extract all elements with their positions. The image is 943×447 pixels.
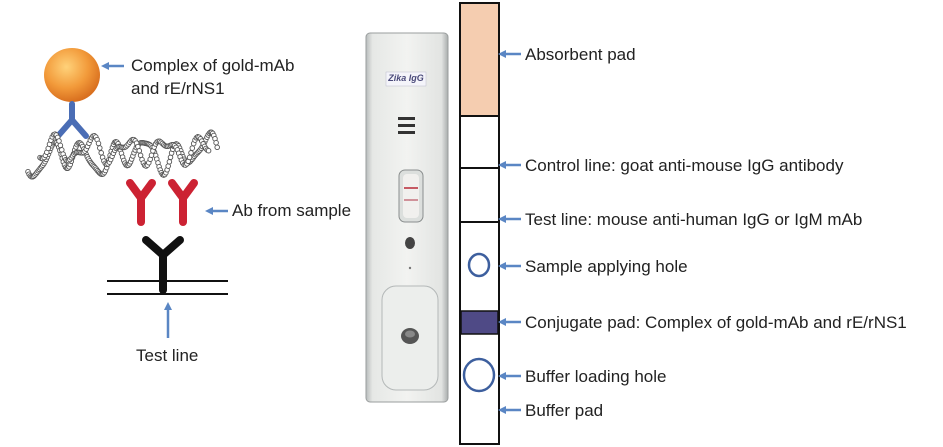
strip-schematic	[459, 2, 500, 445]
cassette-slot	[398, 124, 415, 127]
label-control-line: Control line: goat anti-mouse IgG antibo…	[525, 156, 844, 175]
antigen-bead-chain-icon	[25, 129, 220, 180]
antigen-bead	[56, 138, 62, 144]
label-complex-line2: and rE/rNS1	[131, 79, 225, 98]
antigen-bead	[95, 140, 102, 147]
label-complex-line1: Complex of gold-mAb	[131, 56, 295, 75]
test-cassette	[365, 32, 449, 403]
label-test-line-right: Test line: mouse anti-human IgG or IgM m…	[525, 210, 863, 229]
sample-antibody-left-icon	[126, 179, 156, 226]
antigen-bead	[189, 145, 196, 151]
capture-mab-icon	[142, 236, 184, 294]
antigen-bead	[205, 147, 212, 154]
buffer-hole-icon	[462, 357, 496, 393]
antigen-bead	[136, 148, 143, 154]
label-sample-hole: Sample applying hole	[525, 257, 688, 276]
cassette-slot	[398, 131, 415, 134]
sandwich-schematic	[25, 48, 228, 295]
antigen-bead	[97, 145, 103, 151]
cassette-brand-label: Zika IgG	[388, 73, 424, 83]
antigen-bead	[188, 150, 194, 156]
cassette-sample-hole	[405, 237, 415, 249]
label-ab-from-sample: Ab from sample	[232, 201, 352, 220]
antigen-bead	[57, 142, 64, 149]
label-buffer-pad: Buffer pad	[525, 401, 604, 420]
antigen-bead	[166, 159, 173, 165]
antigen-bead	[98, 150, 104, 156]
label-buffer-hole: Buffer loading hole	[525, 367, 667, 386]
gold-nanoparticle	[44, 48, 100, 102]
label-absorbent-pad: Absorbent pad	[525, 45, 636, 64]
cassette-brand-box	[385, 71, 427, 87]
conjugate-pad-region	[460, 310, 499, 335]
cassette-brand-label-fo: Zika IgG	[388, 73, 424, 83]
sample-hole-icon	[467, 252, 491, 278]
absorbent-pad-region	[461, 4, 498, 116]
detection-mab-icon	[55, 101, 89, 139]
antigen-bead	[186, 154, 193, 161]
sample-antibody-right-icon	[168, 179, 198, 226]
antigen-bead	[213, 139, 219, 146]
label-conjugate-pad: Conjugate pad: Complex of gold-mAb and r…	[525, 313, 907, 332]
label-test-line-left: Test line	[136, 346, 199, 365]
cassette-slot	[398, 117, 415, 120]
antigen-bead	[214, 144, 220, 151]
